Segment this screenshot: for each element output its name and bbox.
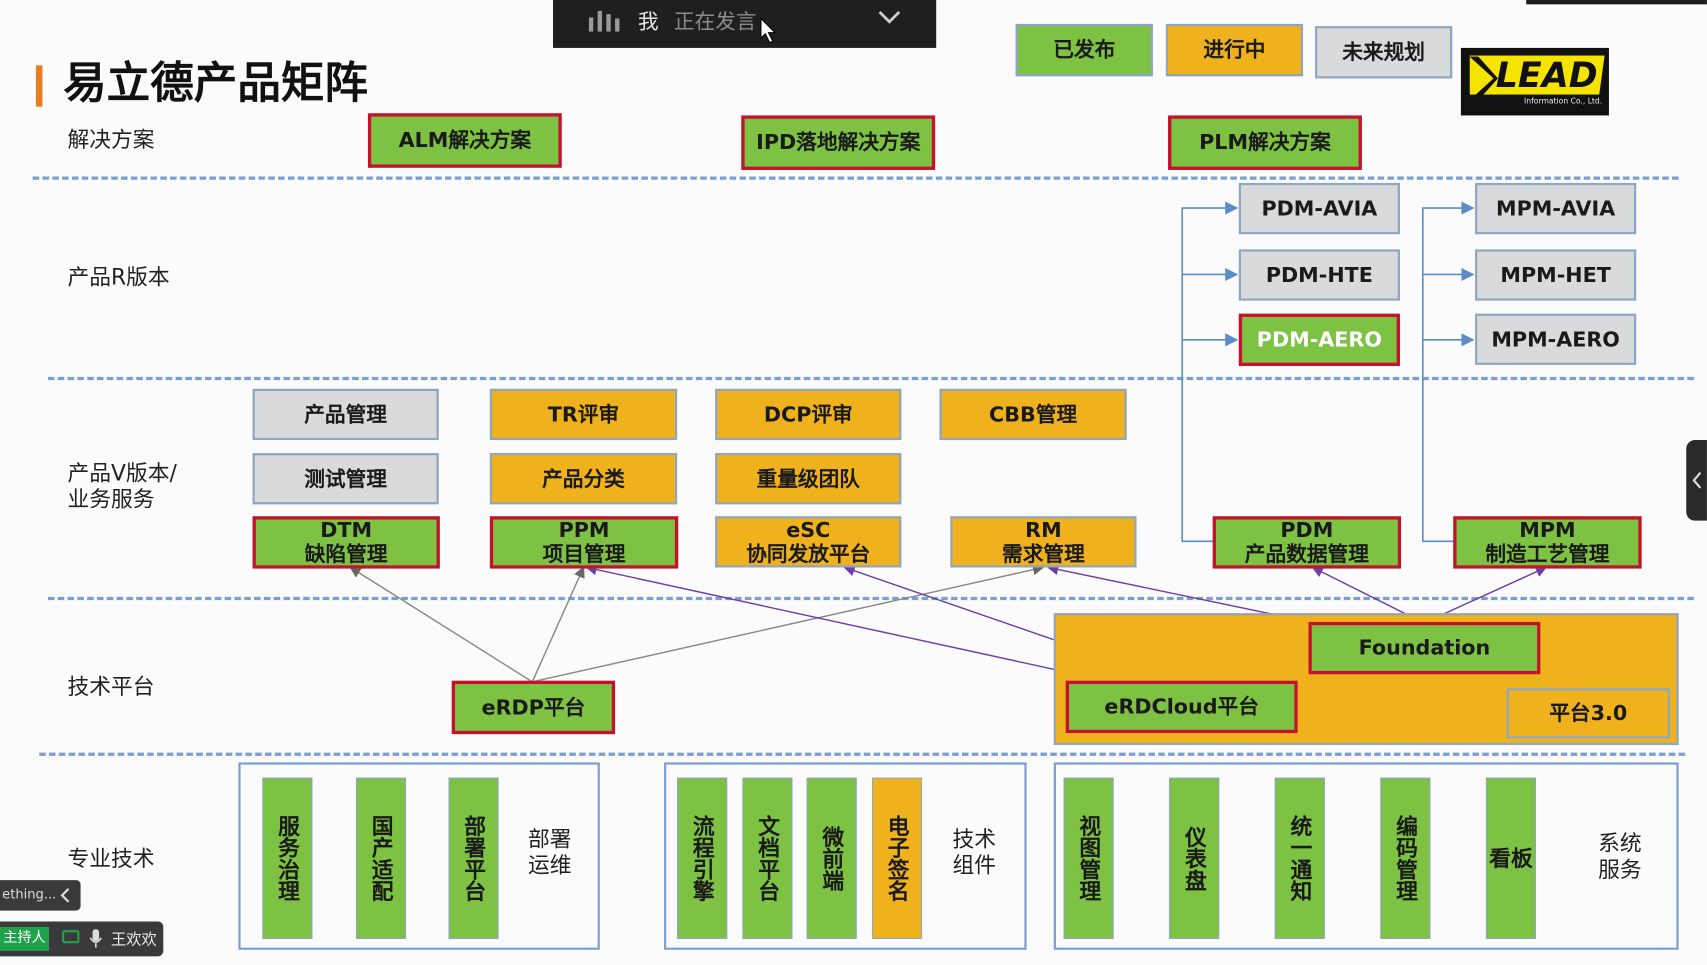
logo-text: LEAD [1495,54,1598,96]
ppm-title: PPM [558,518,610,543]
mpm-avia: MPM-AVIA [1475,182,1637,235]
panel-label-tech: 技术 组件 [945,826,1004,878]
pdm-hte: PDM-HTE [1238,249,1400,301]
rm-subtitle: 需求管理 [1002,541,1085,566]
row-label-business-service: 业务服务 [67,485,155,512]
esc-platform: eSC 协同发放平台 [715,516,902,568]
mpm-het: MPM-HET [1475,249,1637,301]
panel-label-deploy: 部署 运维 [520,826,579,878]
system-item: 仪表盘 [1169,777,1220,939]
pdm-subtitle: 产品数据管理 [1244,542,1369,567]
microphone-icon [89,928,102,954]
heavy-team: 重量级团队 [715,453,902,505]
erdcloud-platform: eRDCloud平台 [1065,680,1298,734]
tech-item: 文档平台 [742,777,793,939]
foundation: Foundation [1308,621,1541,675]
legend-released: 已发布 [1015,23,1153,77]
panel-deploy-ops [238,762,600,950]
label-line: 系统 [1598,829,1642,857]
divider [47,596,1694,601]
row-label-r-version: 产品R版本 [67,263,170,290]
divider [39,752,1686,756]
row-label-v-version: 产品V版本/ [67,459,177,486]
system-item: 统一通知 [1274,777,1325,939]
chevron-down-icon[interactable] [877,9,901,30]
label-line: 技术 [952,825,997,852]
esc-subtitle: 协同发放平台 [746,541,871,566]
deploy-item: 国产适配 [355,777,407,939]
logo-subtext: Information Co., Ltd. [1524,96,1603,106]
title-accent [35,65,43,107]
rm-title: RM [1025,517,1062,542]
row-label-tech-platform: 技术平台 [67,673,155,700]
top-strip [1526,0,1707,5]
tech-item: 流程引擎 [677,777,728,939]
legend-in-progress: 进行中 [1165,23,1304,77]
tech-item: 电子签名 [871,777,923,939]
mpm-aero: MPM-AERO [1475,313,1637,365]
pdm-title: PDM [1280,518,1334,543]
esc-title: eSC [786,517,831,542]
legend-planned: 未来规划 [1315,26,1453,79]
chevron-left-icon [59,887,72,909]
product-classification: 产品分类 [489,453,678,505]
row-label-specialty: 专业技术 [67,845,155,872]
pdm-avia: PDM-AVIA [1238,182,1400,235]
deploy-item: 部署平台 [448,777,499,939]
dcp-review: DCP评审 [715,388,902,441]
audio-bars-icon [588,9,621,33]
dtm-title: DTM [320,518,373,543]
panel-system-services [1053,762,1679,950]
host-badge: 主持人 [0,926,50,951]
lead-logo: LEAD Information Co., Ltd. [1460,47,1609,116]
pdm-product-data-mgmt: PDM 产品数据管理 [1212,516,1402,569]
dtm-defect-mgmt: DTM 缺陷管理 [252,516,440,569]
mpm-process-mgmt: MPM 制造工艺管理 [1453,516,1642,569]
ppm-project-mgmt: PPM 项目管理 [489,516,679,569]
host-name: 王欢欢 [111,931,157,949]
mpm-title: MPM [1519,518,1576,543]
system-item: 看板 [1485,777,1537,939]
screen-share-icon [62,930,80,944]
pdm-aero: PDM-AERO [1238,313,1400,366]
test-mgmt: 测试管理 [252,453,439,505]
system-item: 编码管理 [1380,777,1431,939]
label-line: 运维 [527,851,572,878]
speaker-name: 我 [637,9,659,34]
rm-requirement-mgmt: RM 需求管理 [950,516,1137,568]
divider [47,376,1694,381]
deploy-item: 服务治理 [262,777,313,939]
ipd-solution: IPD落地解决方案 [741,115,936,170]
row-label-solutions: 解决方案 [67,126,155,153]
panel-tech-components [664,762,1027,950]
chevron-left-icon [1692,472,1702,489]
erdp-platform: eRDP平台 [451,680,616,735]
label-line: 服务 [1598,856,1642,883]
divider [32,176,1679,180]
dtm-subtitle: 缺陷管理 [304,542,388,567]
plm-solution: PLM解决方案 [1168,115,1362,170]
tr-review: TR评审 [489,388,678,441]
label-line: 部署 [527,825,572,852]
system-item: 视图管理 [1063,777,1114,939]
panel-label-system: 系统 服务 [1590,830,1649,882]
product-mgmt: 产品管理 [252,388,439,441]
host-chip[interactable]: 主持人 王欢欢 [0,921,164,957]
alm-solution: ALM解决方案 [367,113,562,168]
cursor-icon [760,17,777,47]
truncated-chip[interactable]: ething... [0,880,81,911]
cbb-mgmt: CBB管理 [939,388,1127,441]
ppm-subtitle: 项目管理 [542,542,626,567]
speaker-status: 正在发言 [673,9,757,34]
side-panel-toggle[interactable] [1686,440,1707,521]
truncated-text: ething... [2,886,57,902]
speaker-bar[interactable]: 我 正在发言 [553,0,937,48]
platform-3: 平台3.0 [1506,688,1670,739]
mpm-subtitle: 制造工艺管理 [1485,542,1610,567]
label-line: 组件 [952,851,997,878]
page-title: 易立德产品矩阵 [63,58,368,109]
tech-item: 微前端 [806,777,857,939]
